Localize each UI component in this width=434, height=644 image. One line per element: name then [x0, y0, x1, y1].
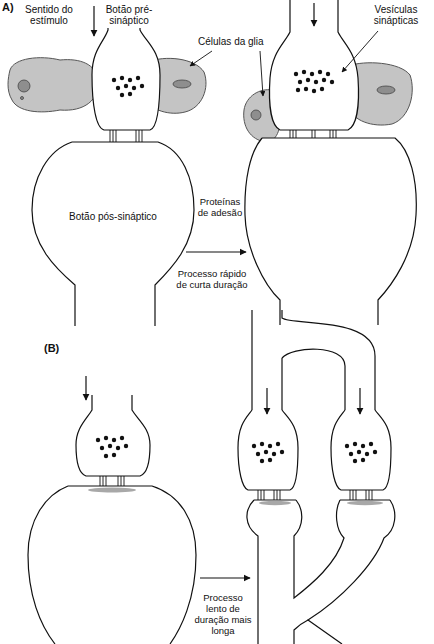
postsynaptic-density — [88, 488, 136, 493]
postsynaptic-bouton — [28, 486, 196, 644]
adhesion-proteins — [258, 490, 372, 500]
postsynaptic-bouton — [245, 138, 416, 325]
postsynaptic-bouton: Botão pós-sináptico — [30, 140, 198, 326]
stimulus-label: Sentido do estímulo — [18, 4, 80, 26]
panel-letter: A) — [2, 2, 14, 13]
process-label: Processo lento de duração mais longa — [194, 592, 252, 636]
part-label: Proteínas de adesão — [196, 196, 244, 218]
synaptic-vesicles — [112, 70, 334, 97]
part-label: Botão pré-sináptico — [102, 4, 156, 26]
postsynaptic-density — [259, 501, 383, 505]
stimulus-arrow — [94, 3, 314, 36]
stimulus-arrow — [267, 388, 360, 414]
bouton-outline — [30, 140, 198, 326]
dendrite-spines — [247, 500, 395, 644]
synaptic-vesicles — [252, 442, 377, 463]
part-label: Vesículas sinápticas — [364, 4, 428, 26]
axon — [252, 310, 375, 410]
stimulus-arrow — [85, 376, 86, 400]
presynaptic-bouton — [76, 395, 150, 476]
process-arrow — [186, 251, 246, 252]
part-label: Células da glia — [198, 36, 264, 47]
synaptic-vesicles — [96, 436, 128, 458]
presynaptic-bouton — [92, 0, 359, 130]
adhesion-proteins — [100, 476, 124, 486]
panel-letter: (B) — [44, 343, 59, 354]
presynaptic-bouton — [238, 410, 391, 490]
leader-line — [190, 31, 378, 96]
process-arrow — [200, 577, 250, 578]
process-label: Processo rápido de curta duração — [172, 268, 252, 290]
node-text: Botão pós-sináptico — [64, 211, 162, 222]
